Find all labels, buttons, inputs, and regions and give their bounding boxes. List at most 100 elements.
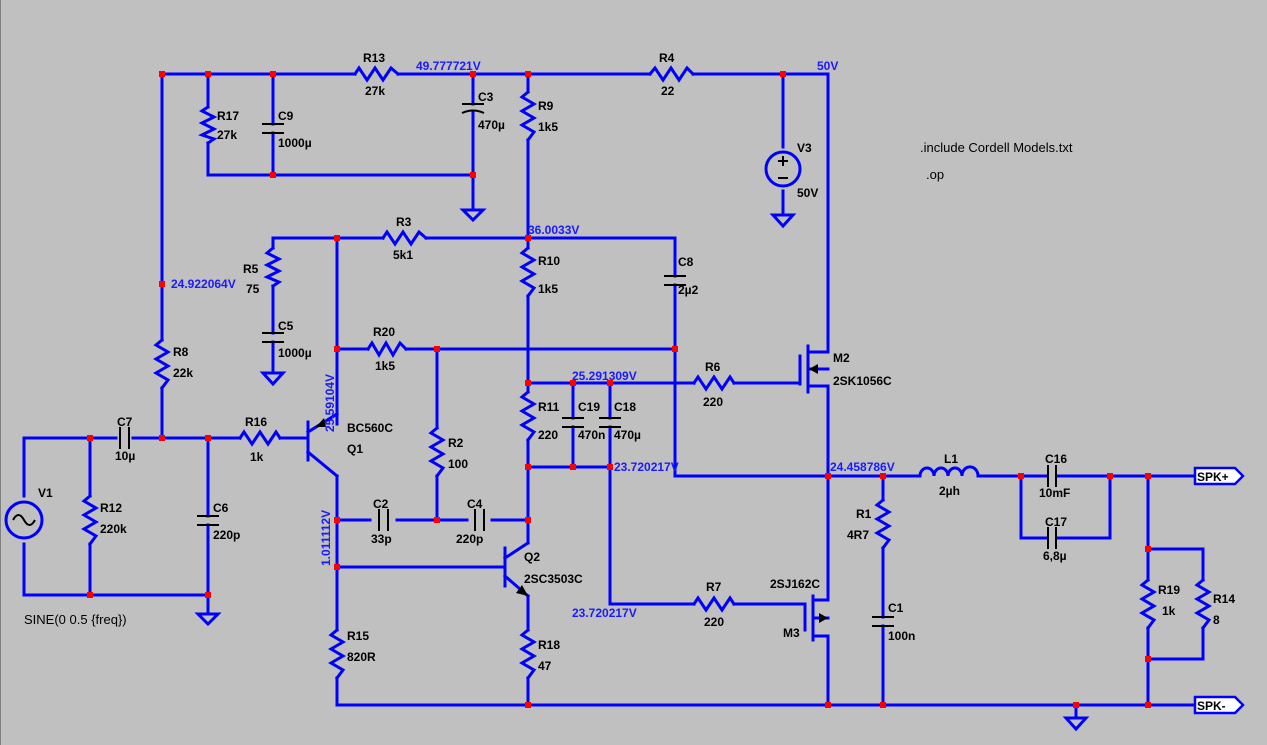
resistor-r12[interactable]	[81, 493, 99, 547]
voltage-supply-node: 50V	[817, 59, 838, 73]
capacitor-c18[interactable]	[599, 417, 621, 428]
label-v1-value: SINE(0 0.5 {freq})	[24, 612, 127, 627]
junction-nodes	[87, 71, 1151, 708]
label-r11-name: R11	[538, 400, 560, 414]
port-spk-plus-label: SPK+	[1197, 470, 1229, 484]
label-r2-value: 100	[448, 457, 468, 471]
inductor-l1[interactable]	[918, 465, 980, 478]
resistor-r8[interactable]	[153, 337, 171, 391]
voltage-q1-emitter-node: 25.59104V	[323, 374, 337, 432]
label-r9-name: R9	[538, 99, 554, 113]
port-spk-plus[interactable]: SPK+	[1193, 466, 1245, 486]
capacitor-c19[interactable]	[562, 417, 584, 428]
label-r18-name: R18	[538, 638, 560, 652]
transistor-q2[interactable]	[502, 540, 531, 599]
resistor-r4[interactable]	[647, 65, 696, 83]
label-l1-value: 2µh	[939, 484, 960, 498]
capacitor-c4[interactable]	[474, 509, 485, 531]
label-r10-name: R10	[538, 254, 560, 268]
resistor-r2[interactable]	[428, 425, 446, 479]
directive-op: .op	[926, 167, 944, 182]
capacitor-c8[interactable]	[664, 275, 686, 286]
label-r20-name: R20	[373, 325, 395, 339]
label-r3-name: R3	[396, 215, 412, 229]
resistor-r9[interactable]	[519, 89, 537, 143]
capacitor-c17[interactable]	[1047, 527, 1057, 549]
resistor-r19[interactable]	[1139, 577, 1157, 631]
label-c2-name: C2	[373, 497, 389, 511]
resistor-r3[interactable]	[380, 229, 429, 247]
label-c8-name: C8	[678, 255, 694, 269]
label-c8-value: 2µ2	[678, 283, 699, 297]
mosfet-m2[interactable]	[798, 338, 830, 394]
label-r1-value: 4R7	[847, 528, 869, 542]
label-m3-value: 2SJ162C	[770, 577, 820, 591]
resistor-r1[interactable]	[874, 497, 892, 551]
voltage-r13-node: 49.777721V	[416, 59, 481, 73]
label-r18-value: 47	[538, 659, 552, 673]
resistor-r20[interactable]	[365, 340, 409, 358]
label-r13-value: 27k	[365, 84, 385, 98]
resistor-r11[interactable]	[519, 389, 537, 443]
wires	[22, 72, 1205, 720]
label-r14-value: 8	[1213, 613, 1220, 627]
resistor-r18[interactable]	[519, 627, 537, 681]
capacitor-c6[interactable]	[197, 515, 219, 526]
label-c17-value: 6,8µ	[1043, 549, 1067, 563]
label-r4-value: 22	[661, 84, 675, 98]
label-c5-name: C5	[278, 319, 294, 333]
voltage-r9-node: 36.0033V	[528, 223, 579, 237]
capacitor-c16[interactable]	[1047, 465, 1057, 487]
label-c6-value: 220p	[213, 528, 240, 542]
label-c7-name: C7	[117, 415, 133, 429]
label-r11-value: 220	[538, 428, 558, 442]
label-r13-name: R13	[363, 51, 385, 65]
label-c4-value: 220p	[456, 532, 483, 546]
resistor-r10[interactable]	[519, 245, 537, 299]
label-c3-name: C3	[478, 90, 494, 104]
transistor-q1[interactable]	[305, 411, 340, 479]
label-q1-value: BC560C	[347, 421, 393, 435]
voltage-source-v3[interactable]	[764, 150, 802, 188]
capacitor-c5[interactable]	[262, 332, 284, 343]
resistor-r17[interactable]	[198, 104, 218, 146]
label-c3-value: 470µ	[478, 118, 505, 132]
label-r1-name: R1	[856, 507, 872, 521]
port-spk-minus[interactable]: SPK-	[1193, 695, 1245, 715]
label-r4-name: R4	[659, 51, 675, 65]
label-r6-name: R6	[705, 360, 721, 374]
capacitor-c3[interactable]	[461, 103, 485, 114]
component-labels: R13 27k R4 22 R17 27k C9 1000µ C3 470µ R…	[24, 51, 1235, 673]
directive-include: .include Cordell Models.txt	[920, 140, 1073, 155]
resistor-r15[interactable]	[328, 627, 346, 681]
label-c17-name: C17	[1045, 515, 1067, 529]
label-r10-value: 1k5	[538, 282, 558, 296]
voltage-bias-node: 23.720217V	[614, 460, 679, 474]
label-c4-name: C4	[467, 497, 483, 511]
resistor-r13[interactable]	[352, 65, 401, 83]
resistor-r16[interactable]	[237, 429, 283, 447]
resistor-r7[interactable]	[691, 595, 737, 613]
label-r7-name: R7	[706, 580, 722, 594]
voltage-m3-gate-node: 23.720217V	[572, 606, 637, 620]
capacitor-c2[interactable]	[378, 509, 389, 531]
resistor-r6[interactable]	[691, 374, 737, 392]
capacitor-c1[interactable]	[872, 616, 894, 627]
label-r9-value: 1k5	[538, 120, 558, 134]
label-r16-name: R16	[245, 415, 267, 429]
voltage-m2-gate-node: 25.291309V	[572, 369, 637, 383]
capacitor-c7[interactable]	[119, 427, 130, 449]
label-v3-name: V3	[797, 141, 812, 155]
capacitor-c9[interactable]	[262, 123, 284, 134]
voltage-source-v1[interactable]	[4, 500, 44, 540]
voltage-q1-collector-node: 1.011112V	[319, 510, 333, 566]
label-c2-value: 33p	[371, 532, 392, 546]
resistor-r14[interactable]	[1194, 577, 1212, 631]
label-r17-name: R17	[217, 109, 239, 123]
label-r19-value: 1k	[1162, 604, 1176, 618]
resistor-r5[interactable]	[263, 245, 283, 289]
label-c1-value: 100n	[888, 629, 915, 643]
label-r16-value: 1k	[250, 450, 264, 464]
mosfet-m3[interactable]	[803, 592, 830, 646]
